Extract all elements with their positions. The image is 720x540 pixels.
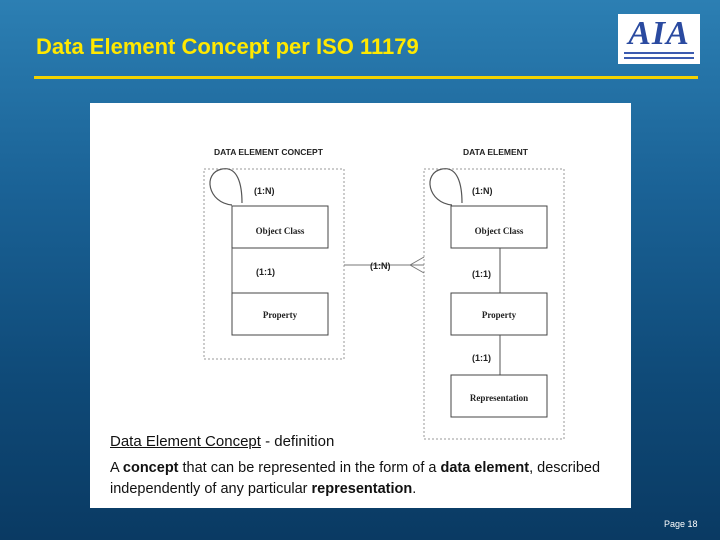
slide-title: Data Element Concept per ISO 11179 <box>36 34 419 59</box>
logo-text: AIA <box>628 15 690 52</box>
de-property-label: Property <box>482 310 517 320</box>
dec-group-box <box>203 168 345 360</box>
dec-loop-cardinality: (1:N) <box>254 186 275 196</box>
between-cardinality: (1:N) <box>370 261 391 271</box>
page-number: Page 18 <box>664 519 698 529</box>
dec-self-loop <box>209 168 243 206</box>
dec-header: DATA ELEMENT CONCEPT <box>214 147 324 157</box>
title-underline <box>34 76 698 79</box>
de-property-box <box>450 292 548 336</box>
de-representation-label: Representation <box>470 393 528 403</box>
dec-oc-prop-cardinality: (1:1) <box>256 267 275 277</box>
logo-line <box>624 52 694 54</box>
crows-foot <box>409 264 425 274</box>
dec-object-class-label: Object Class <box>256 226 305 236</box>
crows-foot <box>409 256 425 266</box>
de-object-class-label: Object Class <box>475 226 524 236</box>
aia-logo: AIA <box>618 14 700 64</box>
de-loop-cardinality: (1:N) <box>472 186 493 196</box>
caption-heading: Data Element Concept - definition <box>110 433 334 450</box>
de-oc-prop-cardinality: (1:1) <box>472 269 491 279</box>
caption-definition: A concept that can be represented in the… <box>110 458 610 500</box>
dec-property-box <box>231 292 329 336</box>
caption-emphasis: representation <box>311 481 413 497</box>
iso-11179-diagram: DATA ELEMENT CONCEPT DATA ELEMENT (1:N) … <box>203 147 565 440</box>
de-header: DATA ELEMENT <box>463 147 529 157</box>
caption-emphasis: data element <box>440 460 530 476</box>
caption-text: , described independently of any particu… <box>110 460 601 497</box>
logo-line <box>624 57 694 59</box>
de-object-class-box <box>450 205 548 249</box>
caption-text: that can be represented in the form of a <box>178 460 441 476</box>
de-group-box <box>423 168 565 440</box>
caption-text: . <box>412 481 417 497</box>
de-representation-box <box>450 374 548 418</box>
dec-object-class-box <box>231 205 329 249</box>
dec-property-label: Property <box>263 310 298 320</box>
caption-term-suffix: - definition <box>260 433 335 450</box>
caption-text: A <box>110 460 123 476</box>
caption-emphasis: concept <box>122 460 179 476</box>
content-panel: DATA ELEMENT CONCEPT DATA ELEMENT (1:N) … <box>90 103 631 508</box>
caption-term: Data Element Concept <box>110 433 261 450</box>
de-self-loop <box>429 168 463 206</box>
de-prop-rep-cardinality: (1:1) <box>472 353 491 363</box>
